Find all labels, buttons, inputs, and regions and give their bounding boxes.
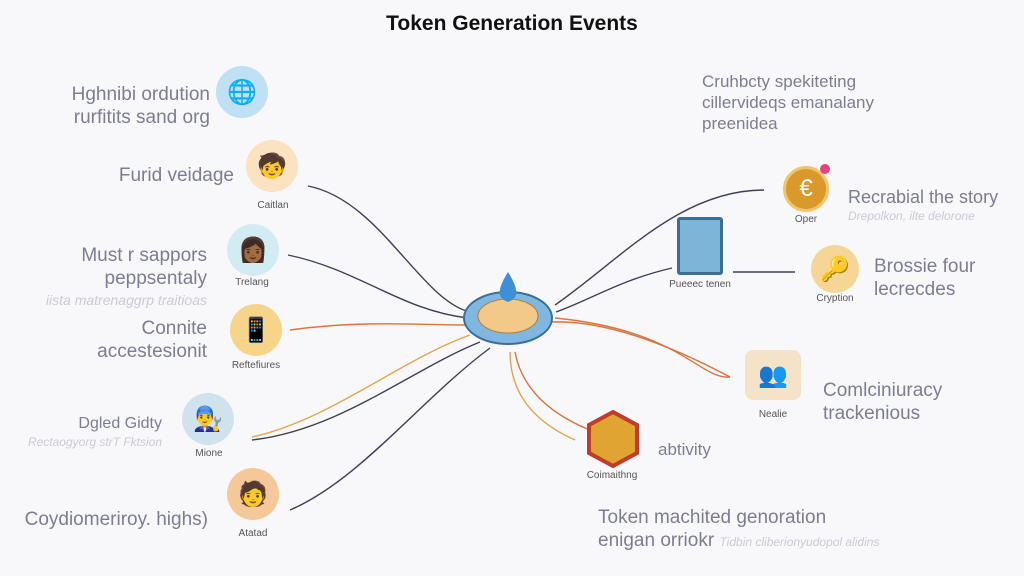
key-icon: 🔑 [811, 245, 859, 293]
edge [251, 341, 481, 441]
hexagon-badge-icon [587, 410, 639, 468]
node-caption: Reftefiures [231, 360, 281, 371]
worker-icon: 👨‍🔧 [182, 393, 234, 445]
edge [554, 189, 765, 306]
person-icon: 🧒 [246, 140, 298, 192]
node-caption: Nealie [758, 409, 788, 420]
node-caption: Pueeec tenen [669, 279, 731, 290]
node-caption: Coimaithng [586, 470, 638, 481]
edge [509, 351, 576, 441]
node-caption: Trelang [235, 277, 269, 288]
edge [289, 347, 491, 511]
left-label-6: Coydiomeriroy. highs) [24, 509, 208, 530]
edge [251, 334, 471, 438]
node-caption: Oper [794, 214, 818, 225]
globe-icon: 🌐 [216, 66, 268, 118]
people-icon: 👥 [745, 350, 801, 400]
token-box-icon [677, 217, 723, 275]
edge [555, 267, 673, 313]
right-label-4: abtivity [658, 440, 711, 459]
edge [287, 254, 469, 319]
left-label-2: Furid veidage [118, 165, 234, 186]
diagram-title: Token Generation Events [386, 12, 638, 35]
edge [554, 317, 731, 378]
token-drop-icon [463, 272, 553, 345]
edge [514, 351, 591, 431]
edge [289, 323, 467, 331]
person-icon: 🧑 [227, 468, 279, 520]
node-caption: Mione [195, 448, 223, 459]
edge [551, 321, 731, 378]
node-caption: Cryption [816, 293, 854, 304]
person-icon: 👩🏾 [227, 224, 279, 276]
notification-dot [820, 164, 830, 174]
central-token-hub [462, 268, 554, 350]
edge [307, 185, 471, 313]
tablet-icon: 📱 [230, 304, 282, 356]
node-caption: Atatad [238, 528, 268, 539]
node-caption: Caitlan [257, 200, 289, 211]
coin-icon: € [783, 166, 829, 212]
